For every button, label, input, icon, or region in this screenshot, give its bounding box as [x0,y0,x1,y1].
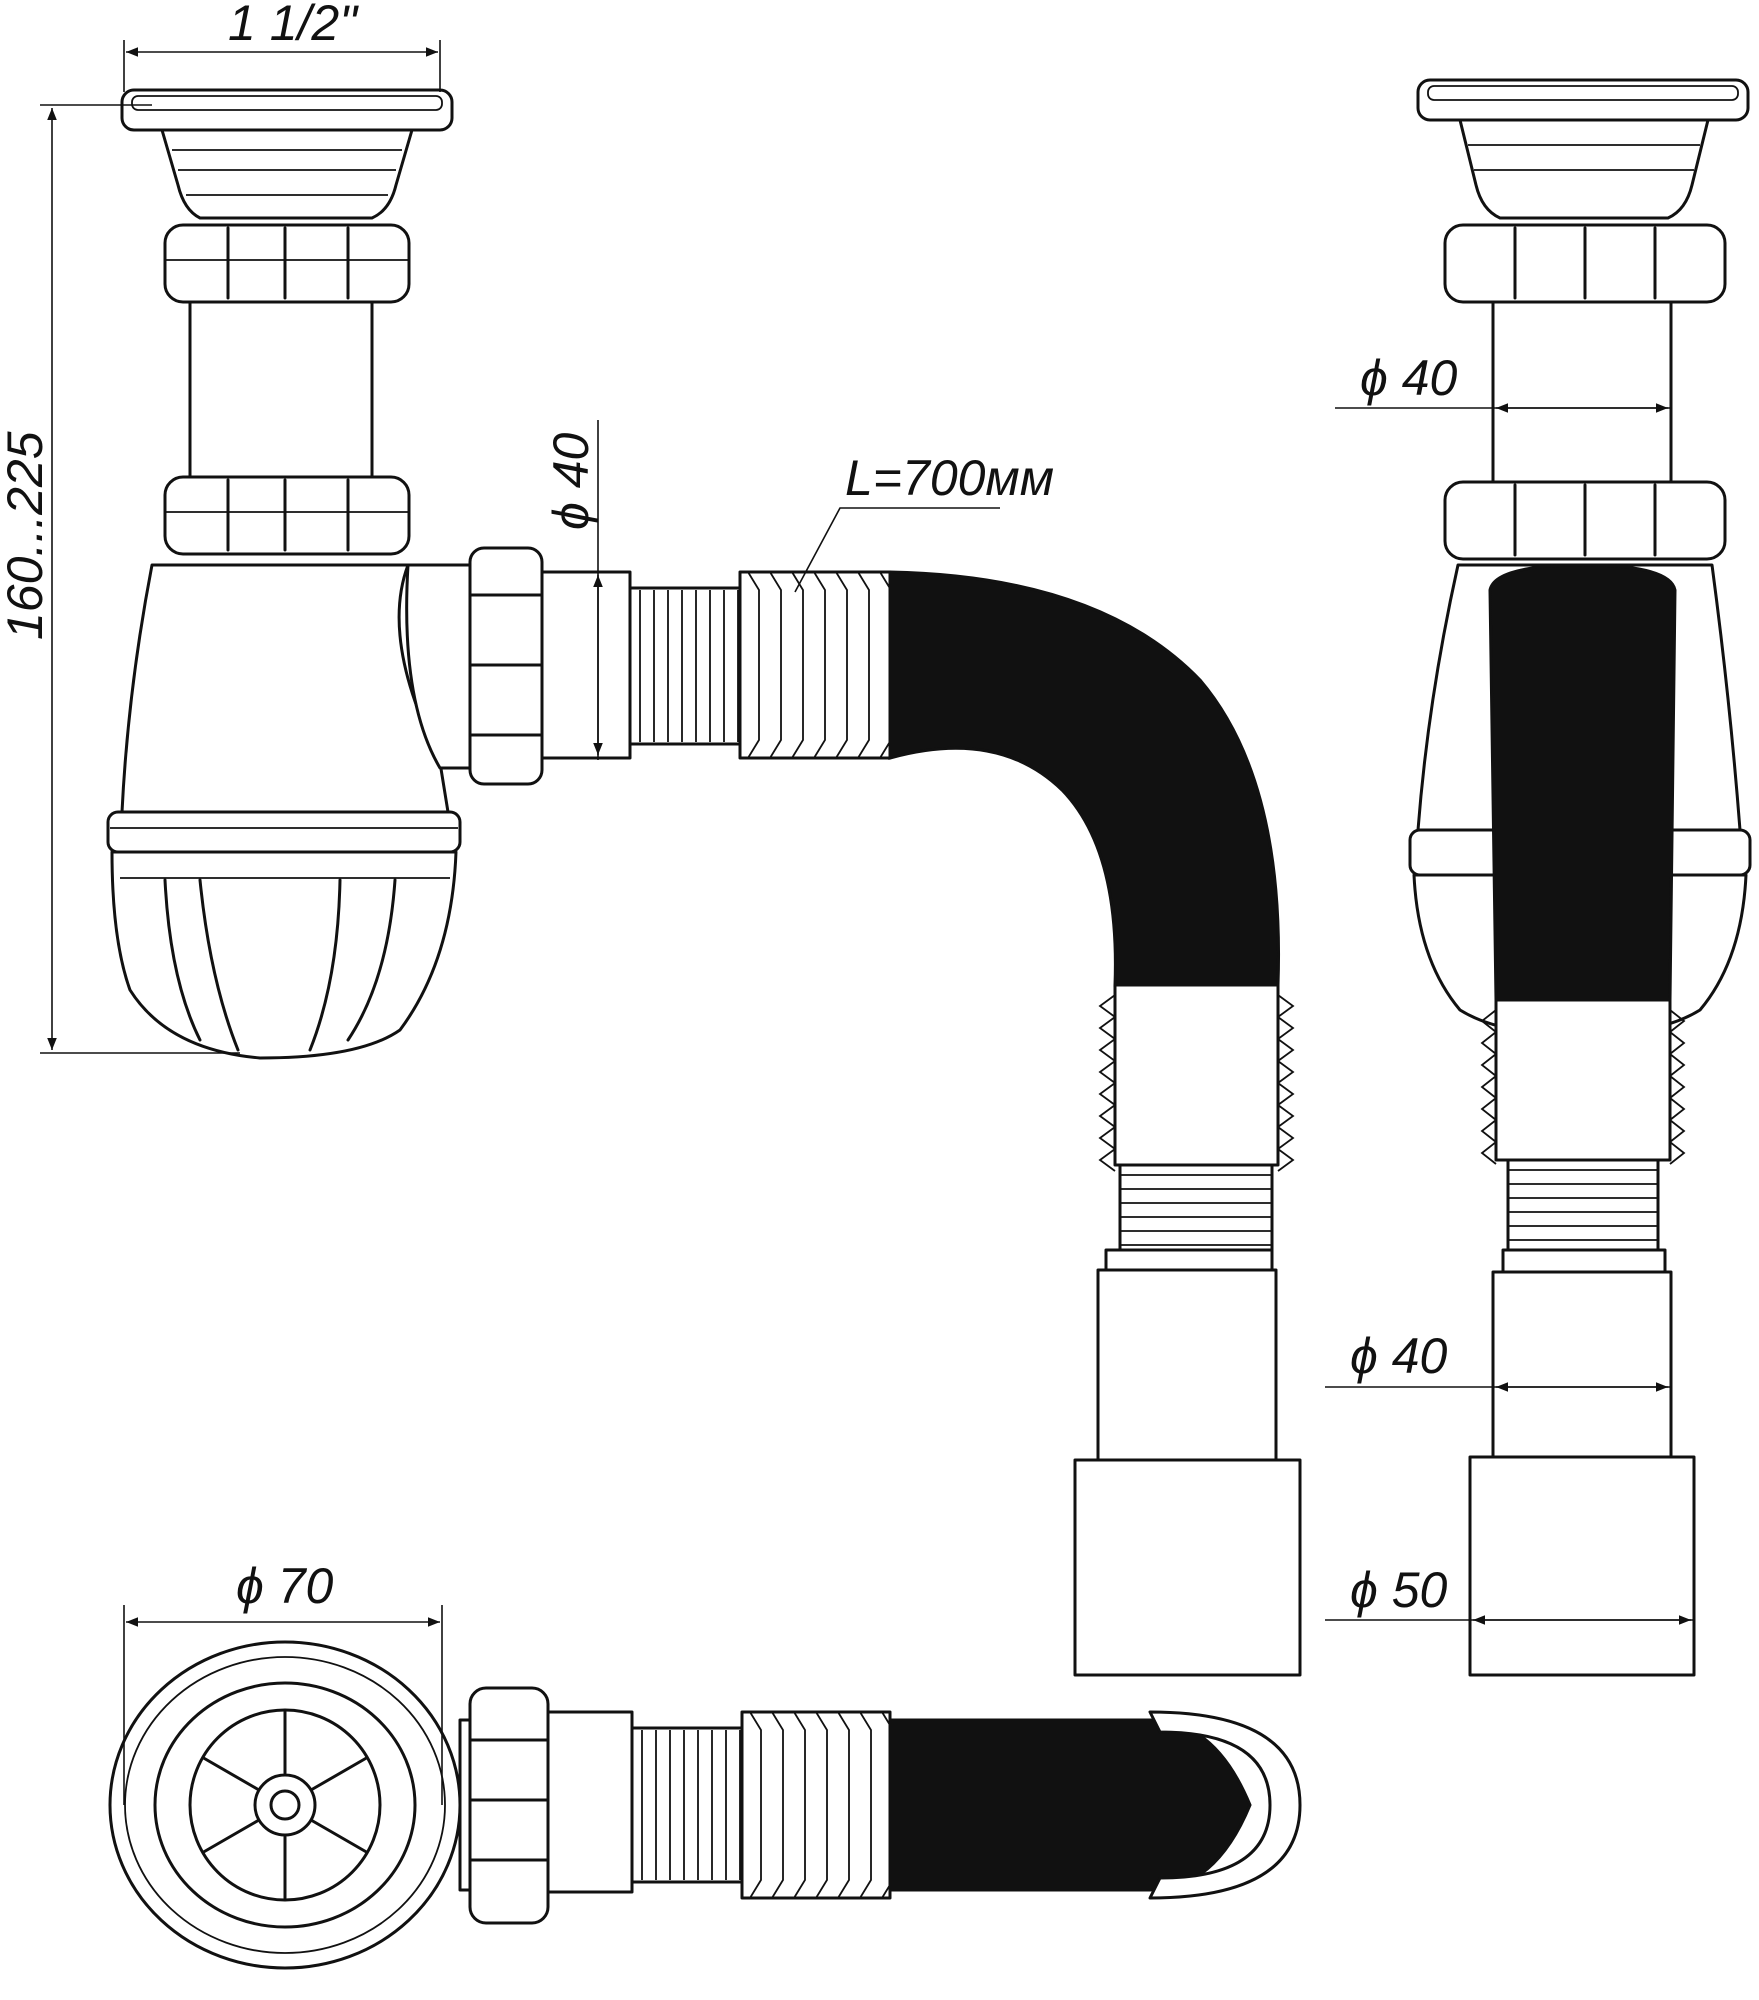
top-hose-bend-ring [1148,1710,1302,1900]
bottle-cap [110,850,458,1060]
side-vertical-pipe [1491,300,1673,484]
label-side-inlet: ϕ 40 [543,432,599,530]
grate-spoke [202,1819,259,1853]
bottle-ring [106,810,462,854]
hose-vertical-corrugated [1113,983,1280,1167]
side-view-siphon [1408,78,1752,1677]
hose-vertical-corrugation [1098,1126,1295,1150]
top-hose-dark [888,1718,1252,1892]
hose-corrugation [769,571,782,759]
upper-nut [163,223,411,304]
outlet-pipe [1096,1268,1278,1462]
hose-vertical-corrugation [1098,1060,1295,1084]
hose-vertical-corrugation [1098,1148,1295,1172]
hose-vertical-corrugation [1098,994,1295,1018]
side-hose-corrugation [1480,1075,1686,1099]
grate-spoke [202,1757,259,1791]
side-outlet-socket [1468,1455,1696,1677]
side-hose-corrugation [1480,1053,1686,1077]
flexible-hose [628,570,1302,1677]
hose-corrugated-section [738,570,892,760]
dimension-lines [40,40,1694,1805]
side-hose-dark [1488,563,1677,1002]
hose-vertical-corrugation [1098,1082,1295,1106]
lower-nut [163,475,411,556]
top-hose-corrugation [837,1711,850,1899]
side-hose-corrugated [1494,998,1672,1162]
side-hose-corrugation [1480,1009,1686,1033]
label-right-pipe: ϕ 40 [1360,350,1458,406]
side-hose-narrow [1506,1158,1660,1252]
hose-corrugation [857,571,870,759]
label-height-range: 160...225 [0,431,53,640]
side-outlet-pipe [540,570,632,760]
hose-corrugation [747,571,760,759]
top-hose-corrugation [771,1711,784,1899]
front-view-siphon [106,88,632,1060]
top-side-nut [468,1686,550,1925]
top-hose-corrugation [859,1711,872,1899]
top-hose-narrow [630,1726,744,1884]
grate-spoke [311,1757,368,1791]
grate-spoke [311,1819,368,1853]
label-top-inlet: 1 1/2" [228,0,359,51]
side-hose-corrugation [1480,1031,1686,1055]
side-branch [405,563,480,770]
label-hose-length: L=700мм [845,450,1054,506]
strainer-body [160,128,414,220]
top-hose-corrugation [749,1711,762,1899]
side-outlet-pipe [1491,1270,1673,1459]
label-strainer: ϕ 70 [236,1558,334,1614]
hose-corrugation [791,571,804,759]
side-outlet-collar [1501,1248,1667,1274]
side-strainer-body [1458,118,1710,220]
hose-vertical-narrow [1118,1163,1274,1252]
outlet-socket [1073,1458,1302,1677]
side-hose-corrugation [1480,1141,1686,1165]
top-hose-corrugation [815,1711,828,1899]
top-view-siphon [108,1640,1302,1970]
hose-corrugation [813,571,826,759]
hose-narrow-section [628,586,742,746]
label-outlet-pipe: ϕ 40 [1350,1328,1448,1384]
hose-corrugation [835,571,848,759]
vertical-pipe [188,300,374,479]
top-hose-corrugation [793,1711,806,1899]
side-hose-corrugation [1480,1119,1686,1143]
outlet-collar [1104,1248,1274,1272]
hose-bend [888,570,1280,987]
label-outlet-socket: ϕ 50 [1350,1562,1448,1618]
top-outlet-pipe [546,1710,634,1894]
hose-vertical-corrugation [1098,1016,1295,1040]
side-hose-corrugation [1480,1097,1686,1121]
hose-vertical-corrugation [1098,1038,1295,1062]
top-hose-corrugated [740,1710,892,1900]
hose-vertical-corrugation [1098,1104,1295,1128]
